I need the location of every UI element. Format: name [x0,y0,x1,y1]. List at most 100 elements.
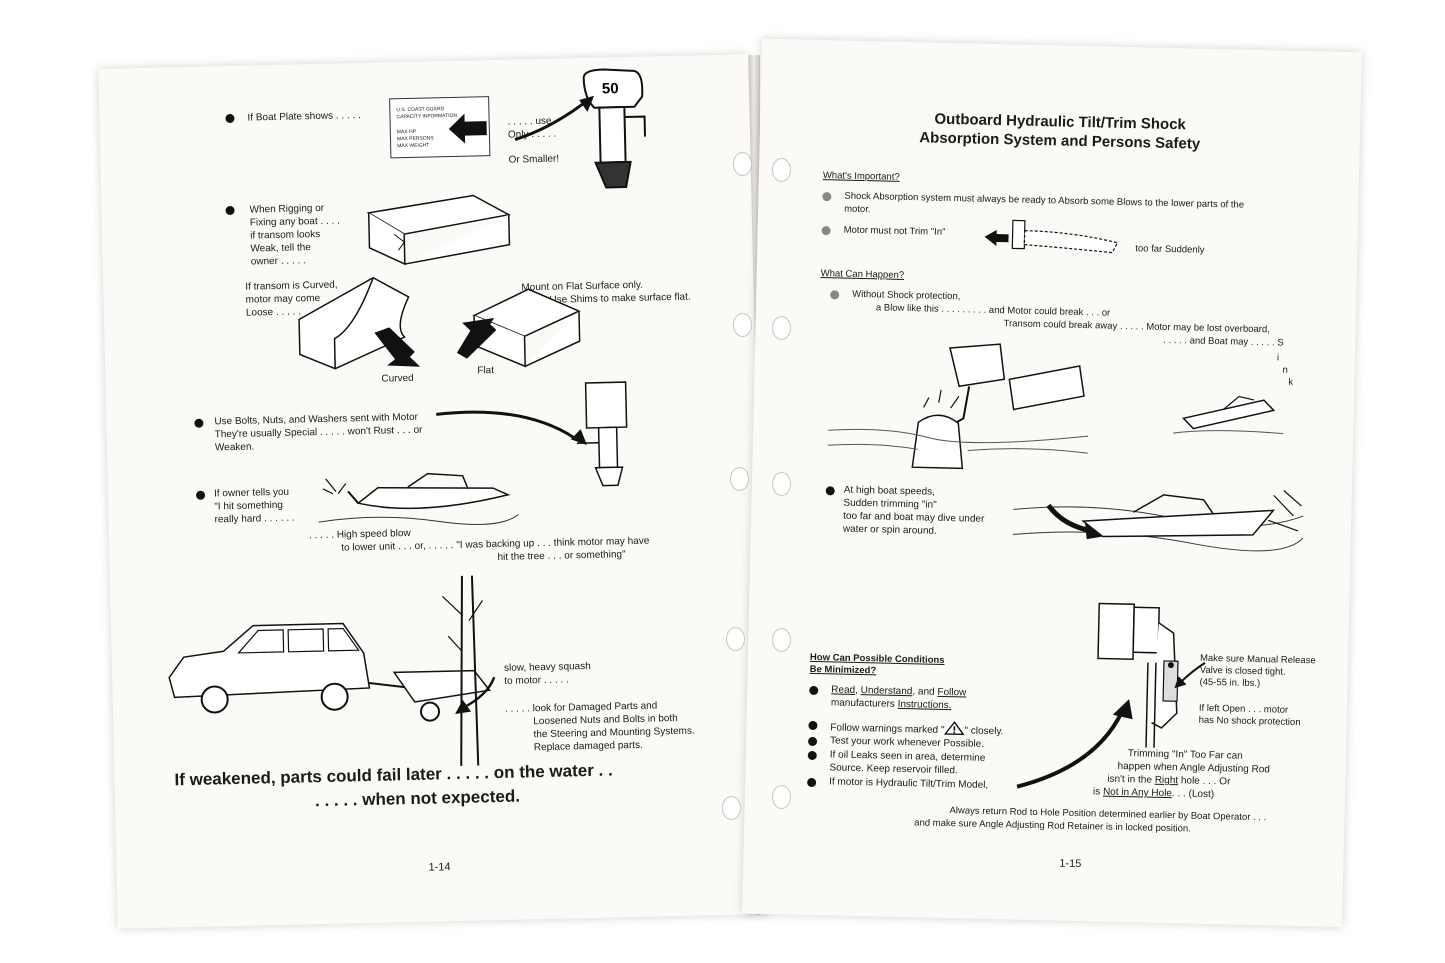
curved-label: Curved [381,372,414,385]
manufacturers-text: manufacturers [830,697,895,710]
binder-hole [772,316,791,340]
not-any-hole-text: Not in Any Hole [1102,786,1173,800]
rigging-text: owner . . . . . [250,255,306,268]
bullet [225,113,235,124]
trimming-line4: is Not in Any Hole. . . (Lost) [1093,785,1214,801]
curved-arrow-icon [436,410,588,445]
right-hole-text: Right [1154,774,1179,787]
important-text: too far Suddenly [1135,243,1205,256]
binder-hole [772,628,791,652]
sink-letter: n [1282,364,1289,376]
page-title: Outboard Hydraulic Tilt/Trim Shock Absor… [880,109,1241,155]
arrow-icon [448,113,487,144]
capacity-plate-icon: U.S. COAST GUARD CAPACITY INFORMATION MA… [389,96,491,159]
right-page: Outboard Hydraulic Tilt/Trim Shock Absor… [742,38,1362,928]
trimming-text: . . . (Lost) [1171,788,1215,801]
binder-hole [772,472,791,496]
bullet [808,720,818,731]
sinking-boat-illustration [1173,395,1284,435]
understand-text: Understand [860,685,913,698]
trim-boat-icon [984,219,1119,254]
happen-text: Without Shock protection, [852,288,961,303]
left-page: If Boat Plate shows . . . . . U.S. COAST… [98,54,768,929]
trimming-text: isn't in the [1107,773,1153,786]
curved-text: Loose . . . . . [245,306,302,319]
warning-text: . . . . . when not expected. [314,786,521,811]
motor-hits-stump-illustration [827,343,1089,470]
or-smaller-text: Or Smaller! [508,153,560,166]
curved-transom-illustration [298,276,410,370]
section-heading: What Can Happen? [820,268,905,281]
bullet [821,226,831,236]
manufacturers-line: manufacturers Instructions. [831,696,952,712]
binder-hole [772,785,791,809]
sink-letter: k [1288,376,1294,388]
hydraulic-text: If motor is Hydraulic Tilt/Trim Model, [829,776,989,791]
warnings-text: " closely. [964,725,1004,738]
binder-hole [730,467,749,491]
motor-number: 50 [602,80,619,97]
blow-text: hit the tree . . . or something" [497,549,626,564]
valve-open-text: has No shock protection [1198,714,1301,729]
bolts-text: Weaken. [214,441,255,454]
bullet [825,486,835,496]
speedboat-illustration [318,472,519,525]
page-number-left: 1-14 [428,861,451,874]
car-trailer-tree-illustration [168,575,491,766]
binder-hole [733,313,752,337]
section-heading: How Can Possible Conditions Be Minimized… [810,652,945,679]
plate-text: MAX WEIGHT [397,142,430,150]
arrow-icon [1174,662,1206,689]
bullet [807,750,817,761]
binder-hole [772,158,791,182]
trimming-text: hole . . . Or [1180,775,1231,788]
instructions-text: Instructions. [897,698,952,712]
important-text: Shock Absorption system must always be r… [844,190,1245,211]
damaged-text: Replace damaged parts. [533,739,643,754]
speed-text: water or spin around. [842,523,937,537]
warning-triangle-icon [944,721,965,736]
sink-letter: i [1276,352,1280,364]
arrow-icon [456,318,497,359]
bullet [822,192,832,202]
squash-text: slow, heavy squash [503,660,591,674]
arrow-icon [374,327,421,367]
outboard-motor-icon: 50 [582,68,647,189]
bullet [195,490,206,500]
warnings-line: Follow warnings marked "" closely. [830,718,1004,738]
tilt-trim-mechanism-illustration [1097,602,1179,748]
flat-label: Flat [477,365,495,377]
plate-text: MAX HP [396,128,417,136]
binder-hole [733,152,752,176]
binder-hole [722,796,741,820]
bullet [225,205,235,216]
section-heading: What's Important? [822,170,900,183]
curved-arrow-icon [1016,699,1133,789]
important-text: motor. [844,203,871,216]
arrow-icon [455,676,496,715]
binder-hole [726,627,745,651]
bullet [807,777,817,788]
happen-text: Transom could break away . . . . . Motor… [1003,318,1270,336]
curved-arrow-icon [514,95,595,141]
bullet [194,418,204,428]
and-text: , and [912,686,935,698]
motor-side-icon [576,381,628,487]
plate-text: MAX PERSONS [396,135,434,143]
boat-plate-text: If Boat Plate shows . . . . . [247,110,361,124]
bullet [809,685,819,696]
important-text: Motor must not Trim "In" [843,224,946,238]
trimming-text: is [1092,786,1101,798]
owner-text: really hard . . . . . . [214,512,295,526]
read-text: Read [831,684,856,696]
transom-illustration [366,194,511,266]
comma: , [855,684,859,697]
bullet [830,290,840,300]
valve-text: (45-55 in. lbs.) [1199,676,1261,690]
squash-text: to motor . . . . . [504,674,569,687]
rigging-text: Fixing any boat . . . . [249,215,341,229]
happen-text: . . . . . and Boat may . . . . . S [1163,334,1284,349]
bullet [807,736,818,747]
happen-text: a Blow like this . . . . . . . . . and M… [875,302,1111,319]
page-number-right: 1-15 [1059,857,1082,871]
